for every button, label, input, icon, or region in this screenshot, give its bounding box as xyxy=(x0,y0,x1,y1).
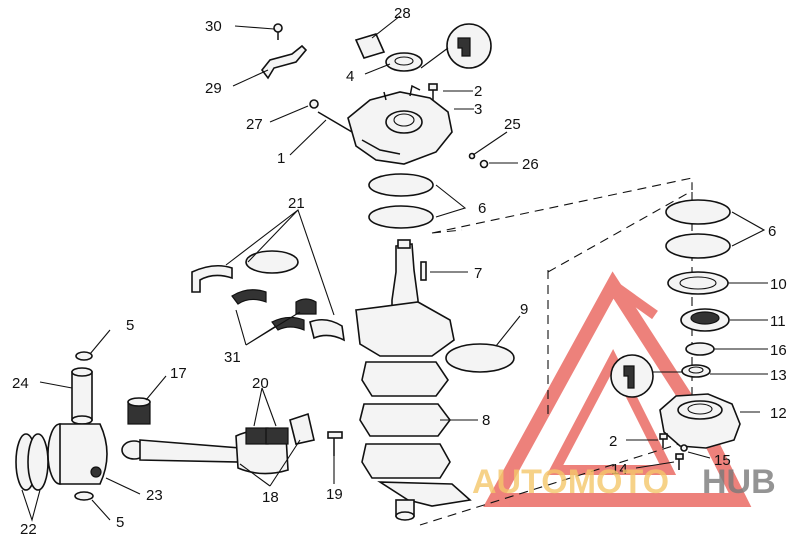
part-23-piston xyxy=(47,423,108,485)
part-11-ball-bearing xyxy=(680,308,730,332)
callout-6-left: 6 xyxy=(478,200,486,217)
part-3-bearing-housing xyxy=(347,84,453,165)
part-27-washer xyxy=(309,99,319,109)
callout-29: 29 xyxy=(205,80,222,97)
part-9-retaining-ring xyxy=(445,343,515,373)
watermark-brand-part2: HUB xyxy=(702,463,776,501)
callout-13: 13 xyxy=(770,367,787,384)
seal-detail-inset-lower xyxy=(610,354,654,398)
part-17-needle-bearing xyxy=(127,397,151,425)
callout-3: 3 xyxy=(474,101,482,118)
callout-28: 28 xyxy=(394,5,411,22)
callout-31: 31 xyxy=(224,349,241,366)
part-22-ring-2 xyxy=(27,433,49,491)
watermark-text: AUTOMOTO HUB xyxy=(472,463,776,501)
callout-11: 11 xyxy=(770,313,786,330)
callout-7: 7 xyxy=(474,265,482,282)
callout-1: 1 xyxy=(277,150,285,167)
part-2-bolt-lower xyxy=(659,433,668,448)
callout-15: 15 xyxy=(714,452,731,469)
part-16-snap-ring xyxy=(685,342,715,356)
callout-2-lower: 2 xyxy=(609,433,617,450)
callout-17: 17 xyxy=(170,365,187,382)
part-5-clip-upper xyxy=(75,351,93,361)
part-7-key xyxy=(420,261,427,281)
callout-4: 4 xyxy=(346,68,354,85)
callout-24: 24 xyxy=(12,375,29,392)
part-4-seal xyxy=(385,52,423,72)
callout-26: 26 xyxy=(522,156,539,173)
callout-19: 19 xyxy=(326,486,343,503)
callout-2-top: 2 xyxy=(474,83,482,100)
part-21-bearing-shells xyxy=(191,250,346,342)
callout-23: 23 xyxy=(146,487,163,504)
part-31-needle-cages xyxy=(231,289,317,331)
leader-lines xyxy=(21,15,768,522)
part-6-oring-right-lower xyxy=(665,233,731,259)
part-26-nut xyxy=(479,159,489,169)
part-6-oring-lower xyxy=(368,205,434,229)
part-29-bracket xyxy=(260,44,308,80)
callout-9: 9 xyxy=(520,301,528,318)
part-30-screw xyxy=(273,23,283,40)
callout-25: 25 xyxy=(504,116,521,133)
callout-8: 8 xyxy=(482,412,490,429)
callout-21: 21 xyxy=(288,195,305,212)
callout-labels: 30 28 29 4 2 3 27 25 1 26 6 21 6 7 10 9 … xyxy=(12,5,787,538)
callout-12: 12 xyxy=(770,405,787,422)
part-6-oring-upper xyxy=(368,173,434,197)
part-6-oring-right-upper xyxy=(665,199,731,225)
part-13-seal xyxy=(681,364,711,378)
part-8-crankshaft xyxy=(355,239,472,521)
seal-detail-inset xyxy=(446,23,492,69)
callout-16: 16 xyxy=(770,342,787,359)
part-28-clip xyxy=(354,33,386,59)
part-12-lower-housing xyxy=(659,393,741,449)
callout-18: 18 xyxy=(262,489,279,506)
watermark-brand-part1: AUTOMOTO xyxy=(472,463,669,501)
part-14-bolt xyxy=(675,453,684,470)
callout-5-bottom: 5 xyxy=(116,514,124,531)
callout-10: 10 xyxy=(770,276,787,293)
callout-20: 20 xyxy=(252,375,269,392)
callout-22: 22 xyxy=(20,521,37,538)
callout-14: 14 xyxy=(611,461,628,478)
part-19-screw xyxy=(327,431,343,456)
callout-6-right: 6 xyxy=(768,223,776,240)
part-10-thrust-washer xyxy=(667,271,729,295)
part-24-piston-pin xyxy=(71,367,93,425)
part-1-bolt xyxy=(317,111,353,133)
callout-5-top: 5 xyxy=(126,317,134,334)
part-5-clip-lower xyxy=(74,491,94,501)
callout-30: 30 xyxy=(205,18,222,35)
callout-27: 27 xyxy=(246,116,263,133)
part-20-needle-cages xyxy=(245,427,289,445)
part-15-washer xyxy=(680,444,688,452)
